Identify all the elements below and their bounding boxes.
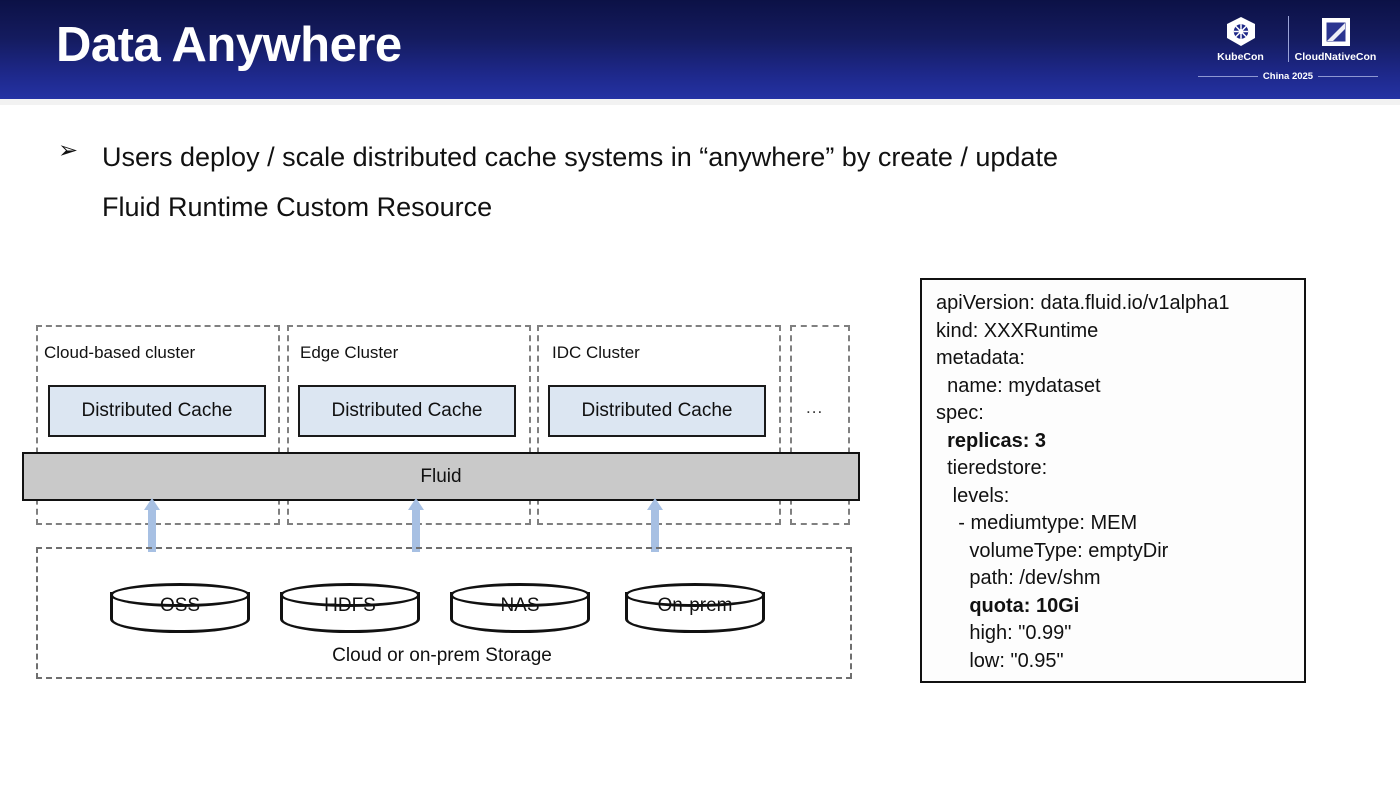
yaml-line: levels:	[936, 484, 1010, 507]
logo-rule-left	[1198, 76, 1258, 77]
yaml-line: name: mydataset	[936, 374, 1101, 397]
cluster-box-cloud	[36, 325, 280, 525]
cluster-box-idc	[537, 325, 781, 525]
yaml-line: tieredstore:	[936, 457, 1048, 479]
storage-label: NAS	[500, 595, 540, 616]
cylinder-top	[450, 583, 590, 607]
kubecon-label: KubeCon	[1217, 51, 1264, 63]
storage-caption: Cloud or on-prem Storage	[332, 645, 552, 666]
storage-label: On-prem	[657, 595, 733, 616]
yaml-line: low: "0.95"	[936, 649, 1064, 672]
kubernetes-helm-icon	[1224, 15, 1258, 49]
storage-cylinder-oss: OSS	[110, 583, 250, 639]
cluster-label-idc: IDC Cluster	[552, 343, 640, 362]
arrow-shaft	[148, 508, 156, 552]
bullet-arrow-icon: ➢	[58, 137, 79, 164]
cloudnativecon-square-icon	[1320, 15, 1352, 49]
yaml-line: path: /dev/shm	[936, 567, 1101, 589]
header-underline	[0, 99, 1400, 105]
storage-cylinder-hdfs: HDFS	[280, 583, 420, 639]
conference-logo: KubeCon CloudNativeCon China 2025	[1198, 10, 1379, 90]
arrow-head	[408, 498, 424, 510]
logo-row: KubeCon CloudNativeCon	[1199, 10, 1378, 68]
logo-subtitle-text: China 2025	[1262, 71, 1314, 82]
arrow-shaft	[651, 508, 659, 552]
cluster-label-cloud: Cloud-based cluster	[44, 343, 196, 362]
cluster-box-edge	[287, 325, 531, 525]
cloudnativecon-logo: CloudNativeCon	[1294, 15, 1378, 63]
arrow-head	[144, 498, 160, 510]
arrow-head	[647, 498, 663, 510]
logo-divider	[1287, 16, 1289, 62]
yaml-line: apiVersion: data.fluid.io/v1alpha1	[936, 292, 1230, 314]
kubecon-logo: KubeCon	[1199, 15, 1283, 63]
yaml-line: metadata:	[936, 347, 1025, 369]
cache-box-edge: Distributed Cache	[298, 385, 516, 437]
storage-cylinder-onprem: On-prem	[625, 583, 765, 639]
storage-box	[36, 547, 852, 679]
slide-header	[0, 0, 1400, 99]
data-flow-arrow-2	[408, 498, 424, 552]
cache-box-idc: Distributed Cache	[548, 385, 766, 437]
cluster-label-edge: Edge Cluster	[300, 343, 399, 362]
cluster-box-more	[790, 325, 850, 525]
yaml-line-replicas: replicas: 3	[936, 429, 1047, 452]
data-flow-arrow-1	[144, 498, 160, 552]
yaml-code-box: apiVersion: data.fluid.io/v1alpha1 kind:…	[920, 278, 1306, 683]
yaml-line: spec:	[936, 402, 984, 424]
cache-box-cloud: Distributed Cache	[48, 385, 266, 437]
logo-subtitle: China 2025	[1198, 71, 1379, 82]
fluid-layer-bar: Fluid	[22, 452, 860, 501]
bullet-text: Users deploy / scale distributed cache s…	[102, 142, 1058, 222]
storage-cylinder-nas: NAS	[450, 583, 590, 639]
yaml-line: high: "0.99"	[936, 622, 1072, 644]
yaml-line: kind: XXXRuntime	[936, 319, 1099, 342]
storage-label: HDFS	[324, 595, 376, 616]
page-title: Data Anywhere	[56, 18, 402, 72]
cylinder-top	[280, 583, 420, 607]
logo-rule-right	[1318, 76, 1379, 77]
data-flow-arrow-3	[647, 498, 663, 552]
bullet-paragraph: ➢ Users deploy / scale distributed cache…	[58, 133, 1058, 233]
yaml-line: volumeType: emptyDir	[936, 539, 1169, 562]
storage-label: OSS	[159, 595, 201, 616]
cylinder-top	[110, 583, 250, 607]
cloudnativecon-label: CloudNativeCon	[1294, 51, 1377, 63]
yaml-line: - mediumtype: MEM	[936, 512, 1138, 534]
cluster-more-label: ...	[806, 398, 824, 417]
cylinder-top	[625, 583, 765, 607]
arrow-shaft	[412, 508, 420, 552]
yaml-line-quota: quota: 10Gi	[936, 594, 1080, 617]
